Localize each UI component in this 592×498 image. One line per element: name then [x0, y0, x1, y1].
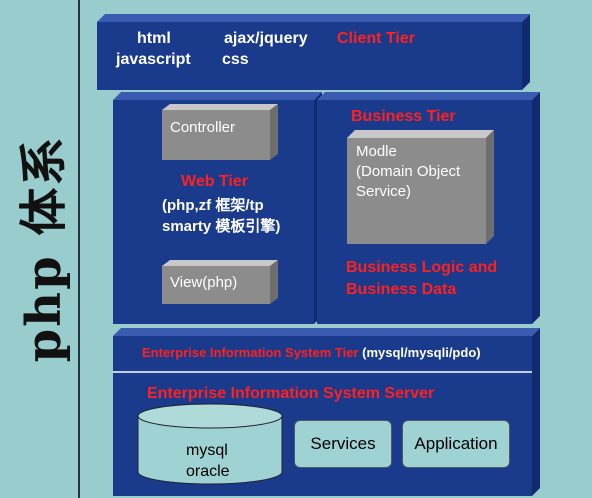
sidebar-divider	[78, 0, 80, 498]
web-tier-desc-2: smarty 模板引擎)	[162, 218, 281, 235]
controller-label: Controller	[170, 119, 236, 136]
model-label-2: (Domain Object	[356, 163, 461, 180]
client-item-javascript: javascript	[116, 51, 191, 68]
model-label-1: Modle	[356, 143, 397, 160]
view-box	[162, 260, 278, 304]
eis-tier-suffix: (mysql/mysqli/pdo)	[362, 345, 481, 360]
database-cylinder	[137, 403, 283, 485]
controller-box	[162, 104, 278, 160]
eis-server-title: Enterprise Information System Server	[147, 385, 435, 402]
eis-tier-title-line: Enterprise Information System Tier (mysq…	[142, 345, 481, 360]
client-item-html: html	[137, 30, 171, 47]
model-box	[347, 130, 494, 244]
services-box: Services	[294, 420, 392, 468]
eis-tier-title: Enterprise Information System Tier	[142, 345, 359, 360]
db-label-2: oracle	[186, 463, 230, 480]
business-logic-1: Business Logic and	[346, 259, 498, 276]
business-tier-title: Business Tier	[351, 108, 456, 125]
client-item-css: css	[222, 51, 249, 68]
model-label-3: Service)	[356, 183, 412, 200]
client-item-ajax: ajax/jquery	[224, 30, 308, 47]
db-label-1: mysql	[186, 442, 228, 459]
application-box: Application	[402, 420, 510, 468]
web-tier-desc-1: (php,zf 框架/tp	[162, 197, 264, 214]
view-label: View(php)	[170, 274, 238, 291]
web-tier-title: Web Tier	[181, 173, 248, 190]
client-tier-box	[97, 14, 530, 90]
business-logic-2: Business Data	[346, 281, 457, 298]
client-tier-title: Client Tier	[337, 30, 415, 47]
